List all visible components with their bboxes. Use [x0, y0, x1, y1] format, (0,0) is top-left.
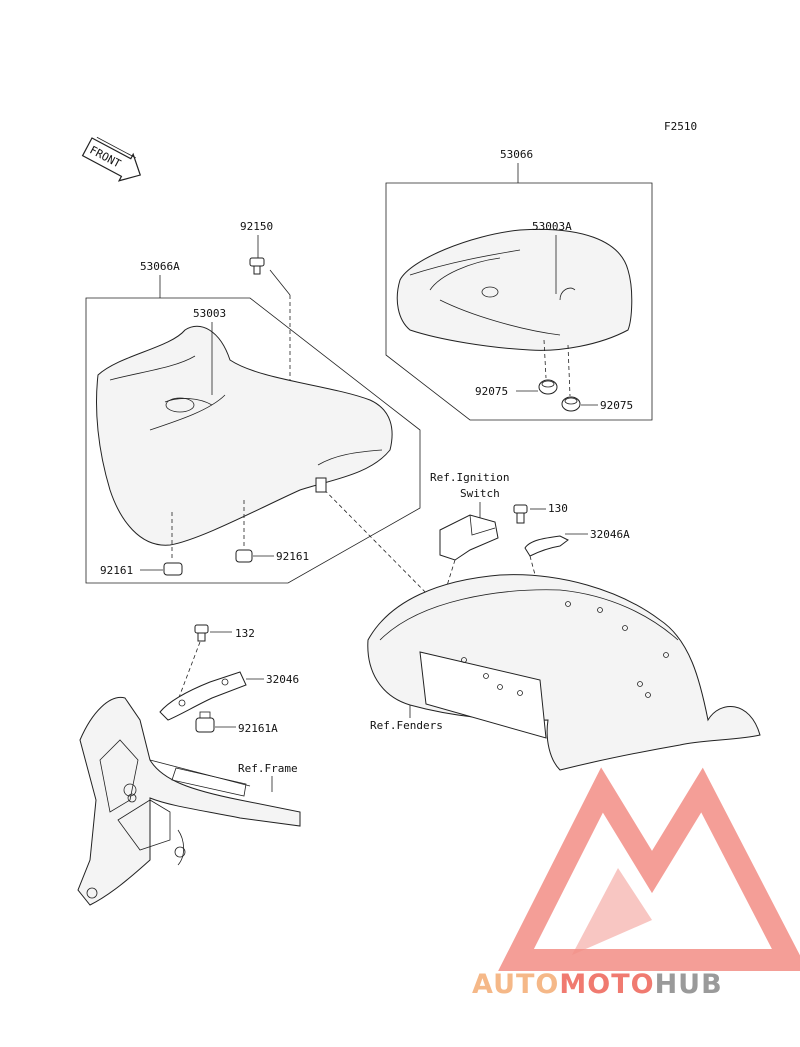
label-92075-left: 92075 — [475, 385, 508, 398]
rear-fender — [367, 574, 761, 771]
label-92161A: 92161A — [238, 722, 278, 735]
rear-seat-pillion — [396, 228, 633, 351]
label-92161-right: 92161 — [276, 550, 309, 563]
bumper-92075-left — [538, 379, 558, 395]
front-seat-group-box — [85, 297, 421, 584]
ref-frame-label: Ref.Frame — [238, 762, 298, 775]
ref-ignition-line2: Switch — [460, 487, 500, 500]
pad-92161-left — [163, 562, 183, 576]
label-53003: 53003 — [193, 307, 226, 320]
label-32046: 32046 — [266, 673, 299, 686]
bolt-132-icon — [194, 624, 209, 642]
watermark-hub: HUB — [655, 969, 723, 1000]
watermark-moto: MOTO — [559, 969, 654, 1000]
label-53066A: 53066A — [140, 260, 180, 273]
bolt-92150-icon — [249, 257, 265, 275]
frame-section — [77, 696, 301, 906]
watermark-auto: AUTO — [472, 969, 559, 1000]
ignition-bracket — [439, 514, 499, 561]
ref-ignition-line1: Ref.Ignition — [430, 471, 509, 484]
pad-92161-right — [235, 549, 253, 563]
svg-text:AUTOMOTOHUB: AUTOMOTOHUB — [472, 969, 723, 1000]
label-92150: 92150 — [240, 220, 273, 233]
bracket-32046 — [159, 671, 247, 721]
rear-seat-group-box — [385, 182, 653, 421]
automotohub-logo-icon — [498, 767, 800, 971]
front-seat-rider — [96, 325, 393, 546]
label-53066: 53066 — [500, 148, 533, 161]
label-132: 132 — [235, 627, 255, 640]
label-53003A: 53003A — [532, 220, 572, 233]
label-92161-left: 92161 — [100, 564, 133, 577]
label-92075-right: 92075 — [600, 399, 633, 412]
screw-130-icon — [513, 504, 528, 524]
front-direction-arrow-icon: FRONT — [81, 136, 142, 182]
label-32046A: 32046A — [590, 528, 630, 541]
ref-fenders-label: Ref.Fenders — [370, 719, 443, 732]
bumper-92075-right — [561, 396, 581, 412]
clip-32046A — [524, 535, 569, 557]
watermark-text: AUTOMOTOHUB — [472, 969, 723, 1000]
label-130: 130 — [548, 502, 568, 515]
figure-code: F2510 — [664, 120, 697, 133]
pad-92161A — [195, 711, 215, 733]
